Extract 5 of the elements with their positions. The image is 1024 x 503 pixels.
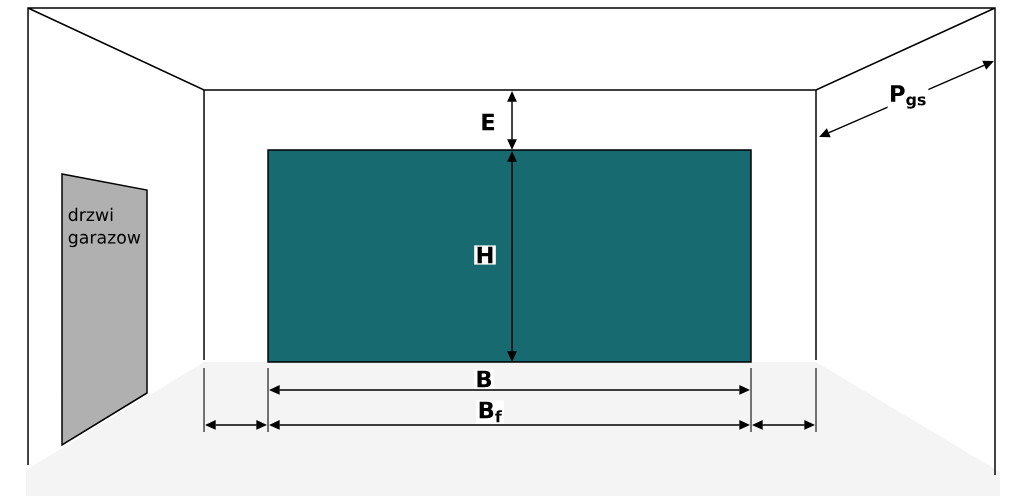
dimension-label: B$_{f}$ bbox=[476, 400, 504, 424]
dimension-label: B bbox=[474, 369, 494, 389]
dimension-label: P$_{gs}$ bbox=[887, 83, 929, 111]
dimension-label: E bbox=[478, 112, 498, 132]
dimension-label: H bbox=[474, 245, 496, 265]
